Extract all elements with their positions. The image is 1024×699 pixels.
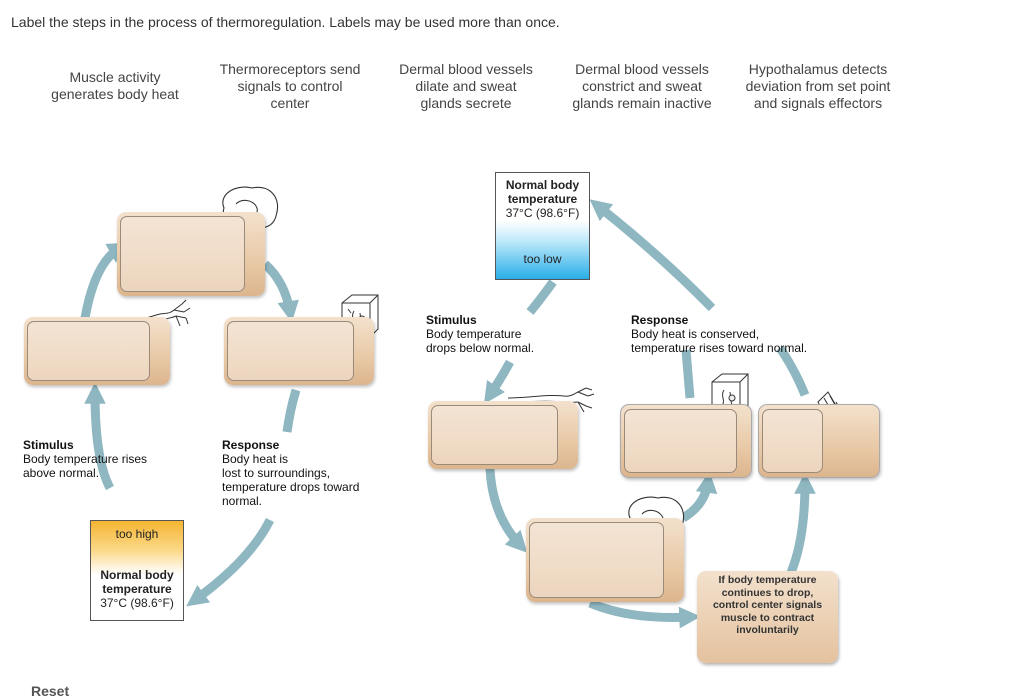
stimulus-line: Body temperature rises [23,452,148,466]
temp-title: temperature [507,192,578,206]
response-title: Response [631,313,689,327]
drop-target-right-vessels[interactable] [620,404,752,478]
arrow-left-stimulus-to-receptor [84,382,115,491]
arrow-left-receptor-to-control [80,242,130,319]
response-line: lost to surroundings, [222,466,331,480]
right-stimulus-text: Stimulus Body temperature drops below no… [426,313,586,355]
drop-target-right-muscle[interactable] [758,404,880,478]
temp-title: temperature [102,582,172,596]
label-text: center [270,95,310,111]
label-text: Muscle activity [69,69,161,85]
label-option-hypothalamus[interactable]: Hypothalamus detects deviation from set … [734,61,902,112]
drop-target-right-receptor[interactable] [428,401,578,469]
temp-title: Normal body [505,178,580,192]
right-temperature-gauge: Normal body temperature 37°C (98.6°F) to… [495,172,590,280]
stimulus-line: Body temperature [426,327,522,341]
label-text: dilate and sweat [415,78,517,94]
label-option-thermoreceptors[interactable]: Thermoreceptors send signals to control … [206,61,374,112]
arrow-right-note-to-muscle [785,472,816,577]
temp-title: Normal body [100,568,174,582]
label-text: generates body heat [51,86,179,102]
stimulus-title: Stimulus [23,438,74,452]
label-option-vessels-dilate[interactable]: Dermal blood vessels dilate and sweat gl… [385,61,547,112]
left-temperature-gauge: too high Normal body temperature 37°C (9… [90,520,184,621]
label-option-muscle-activity[interactable]: Muscle activity generates body heat [38,69,192,103]
label-text: Dermal blood vessels [575,61,709,77]
label-text: Dermal blood vessels [399,61,533,77]
stimulus-line: above normal. [23,466,100,480]
arrow-right-normal-to-stimulus [526,279,557,315]
response-line: Body heat is [222,452,289,466]
label-text: and signals effectors [753,95,883,111]
arrow-left-effector-to-response [282,388,301,433]
response-line: Body heat is conserved, [631,327,760,341]
arrow-right-control-to-note [588,598,701,629]
response-line: temperature drops toward [222,480,360,494]
arrow-left-control-to-effector [261,260,299,323]
drop-target-right-control-center[interactable] [526,518,684,602]
label-text: Thermoreceptors send [219,61,361,77]
label-text: signals to control [237,78,343,94]
arrow-right-response-to-normal [589,199,716,312]
label-text: constrict and sweat [582,78,702,94]
temp-status-too-high: too high [115,527,159,541]
note-line: involuntarily [736,624,799,636]
response-line: temperature rises toward normal. [631,341,808,355]
arrow-left-response-to-normal [186,517,275,607]
temp-value: 37°C (98.6°F) [100,596,174,610]
reset-button[interactable]: Reset [31,683,70,699]
label-option-vessels-constrict[interactable]: Dermal blood vessels constrict and sweat… [558,61,726,112]
arrow-right-stimulus-to-receptor [484,359,514,404]
instructions: Label the steps in the process of thermo… [11,14,560,30]
note-line: If body temperature [718,574,817,586]
response-line: normal. [222,494,263,508]
stimulus-title: Stimulus [426,313,477,327]
note-line: continues to drop, [721,586,814,599]
drop-target-left-receptor[interactable] [24,317,170,385]
left-stimulus-text: Stimulus Body temperature rises above no… [23,438,183,480]
label-text: deviation from set point [745,78,891,94]
drop-target-left-effector[interactable] [224,317,374,385]
arrow-right-vessels-up [681,349,695,399]
temp-status-too-low: too low [523,252,562,266]
temp-value: 37°C (98.6°F) [505,206,580,220]
label-text: glands secrete [420,95,512,111]
arrow-right-muscle-up [776,345,810,397]
label-text: glands remain inactive [572,95,712,111]
response-title: Response [222,438,280,452]
arrow-right-control-to-vessels [680,471,718,522]
shivering-note: If body temperature continues to drop, c… [697,571,838,663]
stimulus-line: drops below normal. [426,341,535,355]
note-line: muscle to contract [720,611,815,624]
note-line: control center signals [712,599,823,611]
drop-target-left-control-center[interactable] [117,212,265,296]
label-text: Hypothalamus detects [748,61,888,77]
arrow-right-receptor-to-control [485,467,528,553]
right-response-text: Response Body heat is conserved, tempera… [631,313,851,355]
left-response-text: Response Body heat is lost to surroundin… [222,438,382,508]
